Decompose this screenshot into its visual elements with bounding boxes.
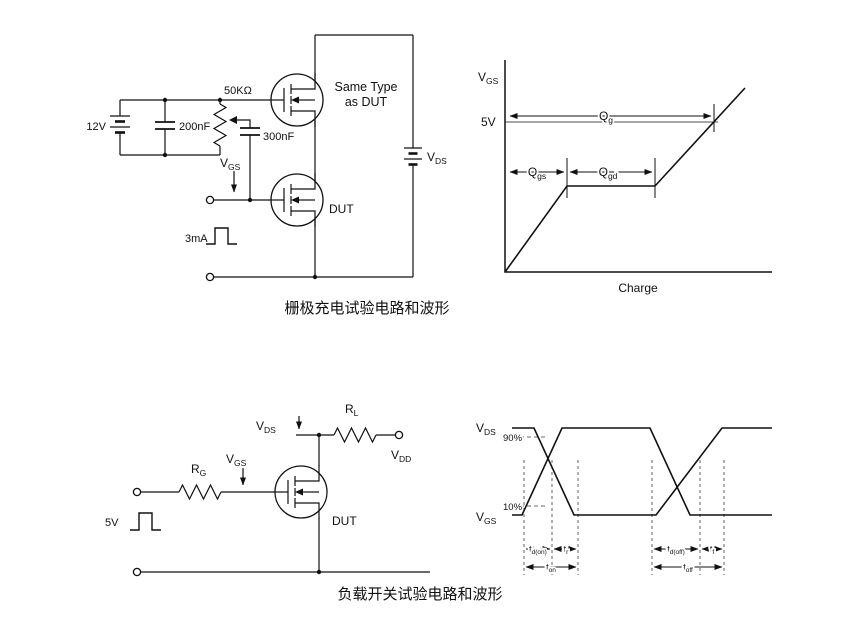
mosfet-same-type: [270, 73, 324, 127]
input-level-label: 5V: [105, 517, 119, 529]
supply-voltage-label: 12V: [86, 121, 106, 133]
gate-charge-waveform: VGS 5V Qg Qgs Qgd Charge: [478, 60, 772, 295]
mosfet-note-line1: Same Type: [334, 80, 397, 94]
source-terminal: [205, 272, 215, 282]
tr-label: tr: [564, 544, 570, 556]
resistor-rg: [178, 483, 222, 501]
rl-label: RL: [345, 402, 359, 418]
vds-label-2: VDS: [256, 419, 276, 435]
rg-label: RG: [191, 462, 206, 478]
qg-label: Qg: [599, 109, 613, 125]
voltage-pulse-icon: [130, 512, 161, 531]
pot-label: 50KΩ: [224, 85, 252, 97]
input-terminal: [132, 487, 142, 497]
mosfet-dut: [270, 173, 324, 227]
dut-label: DUT: [329, 202, 354, 216]
tdon-label: td(on): [529, 544, 547, 556]
switching-caption: 负载开关试验电路和波形: [337, 586, 502, 603]
mosfet-note-line2: as DUT: [345, 95, 388, 109]
tdoff-label: td(off): [667, 544, 685, 556]
current-pulse-icon: [206, 227, 237, 245]
dut-label-2: DUT: [332, 514, 357, 528]
vds-trace: [512, 427, 772, 516]
switching-circuit: RG VGS VDS RL VDD 5V DUT: [105, 402, 430, 577]
capacitor-300nf: [240, 127, 260, 200]
waveform-xlabel: Charge: [618, 281, 658, 295]
switching-waveform: VDS VGS 90% 10% td(on) tr ton td(off) tf…: [476, 421, 772, 576]
tf-label: tf: [710, 544, 715, 556]
capacitor-200nf: [155, 100, 175, 155]
ninety-percent-label: 90%: [503, 433, 523, 444]
vdd-label: VDD: [391, 448, 411, 464]
gate-charge-circuit: 12V 200nF 50KΩ 300nF VGS Same Type as DU…: [86, 34, 447, 282]
gate-charge-caption: 栅极充电试验电路和波形: [284, 300, 449, 317]
ten-percent-label: 10%: [503, 502, 523, 513]
level-5v-label: 5V: [481, 115, 496, 129]
vgs-label: VGS: [220, 156, 241, 172]
vds-trace-label: VDS: [476, 421, 496, 437]
toff-label: toff: [683, 562, 693, 574]
mosfet-dut-switching: [274, 465, 328, 519]
qgd-label: Qgd: [599, 165, 618, 181]
qgs-label: Qgs: [528, 165, 546, 181]
gate-terminal: [205, 195, 215, 205]
vgs-label-2: VGS: [226, 452, 247, 468]
cap2-label: 300nF: [263, 131, 294, 143]
ton-label: ton: [546, 562, 556, 574]
waveform-ylabel: VGS: [478, 70, 499, 86]
battery-vds: [404, 147, 422, 166]
battery-12v: [110, 100, 130, 155]
pulse-current-label: 3mA: [185, 233, 208, 245]
ground-terminal: [132, 567, 142, 577]
potentiometer-50k: [212, 100, 251, 155]
cap1-label: 200nF: [179, 121, 210, 133]
vgs-trace-label: VGS: [476, 510, 497, 526]
vds-label: VDS: [427, 150, 447, 166]
vdd-terminal: [394, 430, 404, 440]
vgs-trace: [512, 427, 772, 516]
resistor-rl: [333, 426, 377, 444]
